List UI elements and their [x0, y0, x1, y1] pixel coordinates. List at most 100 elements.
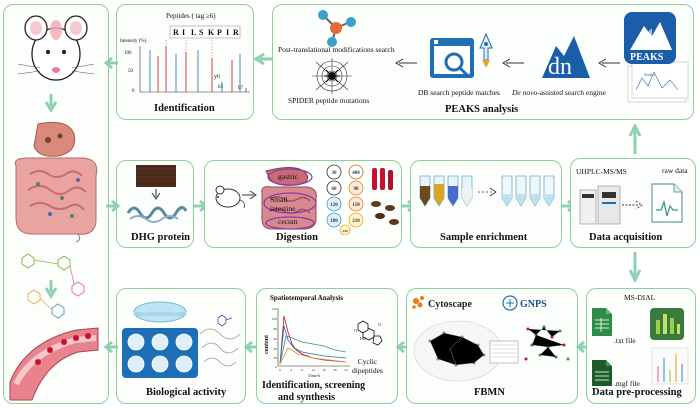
svg-text:dn: dn: [548, 54, 572, 80]
cytoscape-logo: Cytoscape: [410, 293, 480, 315]
arrow-acquisition-to-preprocessing: [628, 252, 642, 282]
svg-text:40: 40: [274, 347, 278, 351]
timer-clocks: 30 400 60 90 120 150 180 210 240: [322, 163, 368, 235]
svg-text:100: 100: [272, 317, 278, 321]
svg-text:0: 0: [279, 368, 281, 372]
arrow-denovo-to-db: [502, 58, 524, 68]
molecular-network-image: [410, 315, 576, 383]
arrow-instrument-to-raw: [622, 200, 644, 210]
dhg-protein-image: [120, 163, 192, 229]
residue-3: L: [191, 28, 196, 37]
svg-text:50: 50: [128, 69, 134, 74]
enrichment-tubes: [416, 172, 556, 228]
arrow-peaks-to-denovo: [598, 58, 620, 68]
residue-1: R: [173, 28, 179, 37]
arrow-db-to-ptm: [395, 58, 417, 68]
down-arrow-2: [44, 280, 58, 300]
db-search-icon: [428, 30, 498, 86]
digestion-mouse-icon: [210, 180, 246, 210]
db-search-text: DB search peptide matches: [418, 88, 500, 97]
raw-data-file-icon: [650, 182, 684, 224]
chart-x-label: Time/h: [308, 373, 319, 378]
residue-6: P: [217, 28, 222, 37]
intensity-label: Intensity (%): [120, 39, 147, 44]
arrow-left-to-dhg: [106, 199, 120, 213]
residue-7: I: [226, 28, 229, 37]
svg-text:240: 240: [342, 229, 348, 233]
svg-text:4: 4: [290, 368, 292, 372]
svg-text:30: 30: [332, 171, 338, 176]
ion-b5: b5: [218, 85, 224, 90]
residue-2: I: [182, 28, 185, 37]
svg-text:HN: HN: [360, 336, 366, 341]
intestine-illustration: [8, 118, 104, 242]
ms-dial-text: MS-DIAL: [624, 293, 655, 302]
gastric-text: gastric: [278, 172, 298, 181]
svg-text:210: 210: [352, 219, 360, 224]
residue-8: R: [233, 28, 239, 37]
svg-text:60: 60: [274, 337, 278, 341]
svg-text:Studio: Studio: [644, 72, 654, 77]
svg-text:80: 80: [274, 327, 278, 331]
ms-spectrum: Peptides ( tag ≥6) Intensity (%) R I L S…: [120, 6, 252, 98]
arrow-peaks-to-identification: [254, 52, 274, 66]
well-plate-image: [120, 294, 242, 380]
svg-text:0: 0: [132, 89, 135, 94]
residue-4: S: [199, 28, 204, 37]
svg-text:GNPS: GNPS: [520, 299, 547, 310]
svg-text:Cytoscape: Cytoscape: [428, 299, 472, 310]
identification-screening-line1: Identification, screening: [262, 380, 365, 391]
svg-text:100: 100: [124, 51, 132, 56]
svg-text:150: 150: [352, 203, 360, 208]
svg-text:400: 400: [352, 171, 360, 176]
peaks-analysis-label: PEAKS analysis: [445, 104, 518, 115]
chart-y-label: content: [264, 335, 270, 354]
txt-file-icon: [590, 306, 614, 338]
cecum-text: cecum: [278, 217, 298, 226]
denovo-italic: De novo: [512, 88, 537, 97]
sample-tubes-and-feces: [368, 166, 402, 232]
identification-screening-label: Identification, screening and synthesis: [262, 380, 365, 404]
peaks-studio-logo: PEAKS Studio: [622, 10, 690, 106]
svg-text:8: 8: [301, 368, 303, 372]
uhplc-instrument-icon: [578, 184, 622, 226]
blood-vessel-illustration: [6, 322, 104, 404]
ms-dial-spectra-image: [650, 346, 690, 386]
mouse-illustration: [10, 8, 102, 86]
txt-file-text: .txt file: [614, 336, 636, 345]
spider-web-icon: [312, 58, 352, 94]
svg-text:O: O: [354, 328, 357, 333]
peptides-title: Peptides ( tag ≥6): [166, 12, 216, 20]
cyclic-dipeptides-text: Cyclic dipeptides: [352, 357, 383, 375]
svg-text:20: 20: [333, 368, 337, 372]
svg-text:90: 90: [354, 187, 360, 192]
svg-text:PEAKS: PEAKS: [630, 52, 664, 63]
svg-text:0: 0: [275, 365, 277, 369]
ptm-network-icon: [310, 8, 360, 48]
spider-text: SPIDER peptide mutations: [288, 96, 369, 105]
svg-text:180: 180: [330, 219, 338, 224]
sample-enrichment-label: Sample enrichment: [440, 232, 527, 243]
ms-dial-logo: [648, 306, 688, 342]
ptm-search-text: Post-translational modifications search: [278, 45, 395, 54]
svg-text:120: 120: [272, 307, 278, 311]
gnps-logo: GNPS: [502, 293, 562, 313]
identification-label: Identification: [154, 103, 215, 114]
ion-y6: y6: [214, 74, 220, 80]
arrow-biological-to-left: [104, 340, 118, 354]
denovo-rest: -assisted search engine: [537, 88, 606, 97]
data-acquisition-label: Data acquisition: [589, 232, 662, 243]
svg-text:16: 16: [322, 368, 326, 372]
uhplc-text: UHPLC-MS/MS: [576, 167, 627, 176]
identification-screening-line2: and synthesis: [262, 392, 335, 403]
biological-activity-label: Biological activity: [146, 387, 226, 398]
chart-title: Spatiotemporal Analysis: [270, 294, 343, 302]
svg-text:60: 60: [332, 187, 338, 192]
dhg-protein-label: DHG protein: [131, 232, 190, 243]
mgf-file-icon: [590, 358, 614, 388]
ion-b7: b7: [238, 86, 244, 91]
residue-5: K: [208, 28, 215, 37]
svg-text:20: 20: [274, 356, 278, 360]
denovo-logo-icon: dn: [534, 24, 596, 86]
fbmn-label: FBMN: [474, 387, 505, 398]
